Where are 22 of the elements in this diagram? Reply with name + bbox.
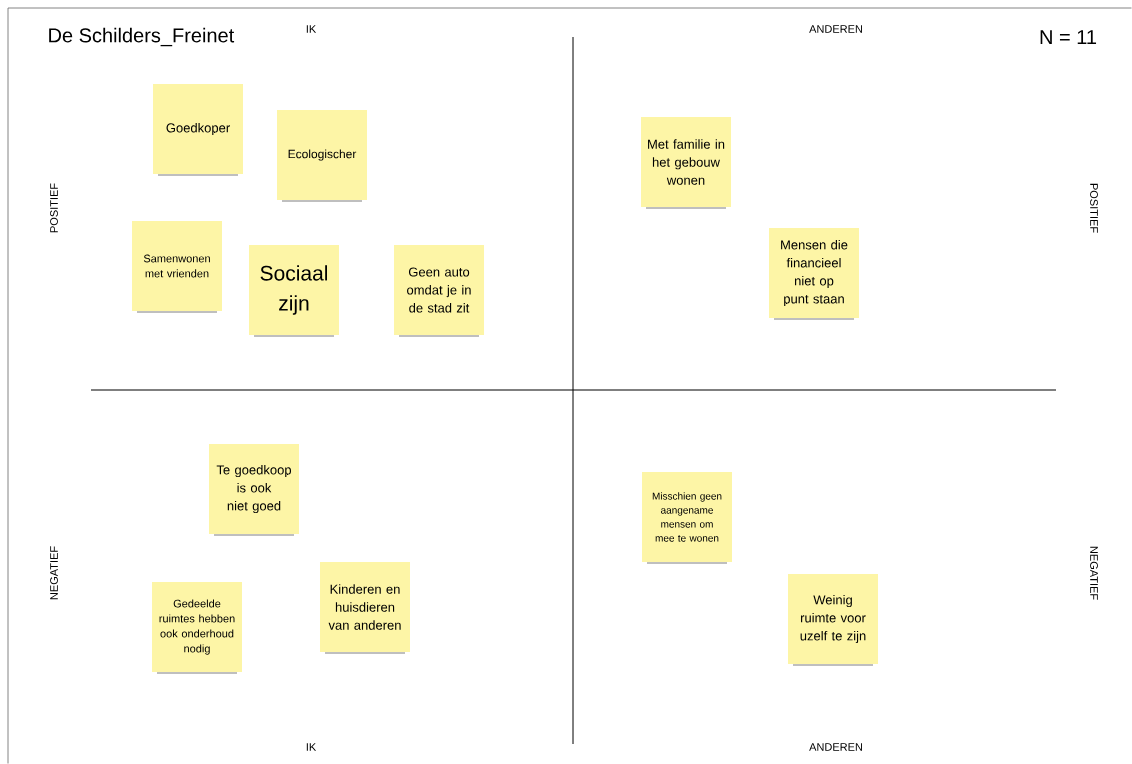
axis-label: POSITIEF — [50, 183, 58, 233]
title: De Schilders_Freinet — [49, 27, 235, 47]
count-label: N = 11 — [1040, 30, 1097, 44]
sticky-note: Weinig ruimte voor uzelf te zijn — [788, 574, 878, 666]
axis-label: IK — [306, 743, 317, 751]
axis-label: ANDEREN — [809, 25, 862, 33]
sticky-note: Samenwonen met vrienden — [132, 221, 222, 313]
axis-label: IK — [306, 25, 317, 33]
sticky-note: Te goedkoop is ook niet goed — [209, 444, 299, 536]
sticky-note: Misschien geen aangename mensen om mee te wonen — [642, 472, 732, 564]
sticky-note: Met familie in het gebouw wonen — [641, 117, 731, 209]
axis-label: NEGATIEF — [1090, 546, 1098, 600]
sticky-note: Geen auto omdat je in de stad zit — [394, 245, 484, 337]
sticky-note: Kinderen en huisdieren van anderen — [320, 562, 410, 654]
sticky-note: Sociaal zijn — [249, 245, 339, 337]
axis-label: ANDEREN — [809, 743, 862, 751]
sticky-note: Ecologischer — [277, 110, 367, 202]
axis-label: NEGATIEF — [50, 546, 58, 600]
axis-label: POSITIEF — [1090, 183, 1098, 233]
sticky-note: Mensen die financieel niet op punt staan — [769, 228, 859, 320]
sticky-note: Gedeelde ruimtes hebben ook onderhoud nodig — [152, 582, 242, 674]
sticky-note: Goedkoper — [153, 84, 243, 176]
